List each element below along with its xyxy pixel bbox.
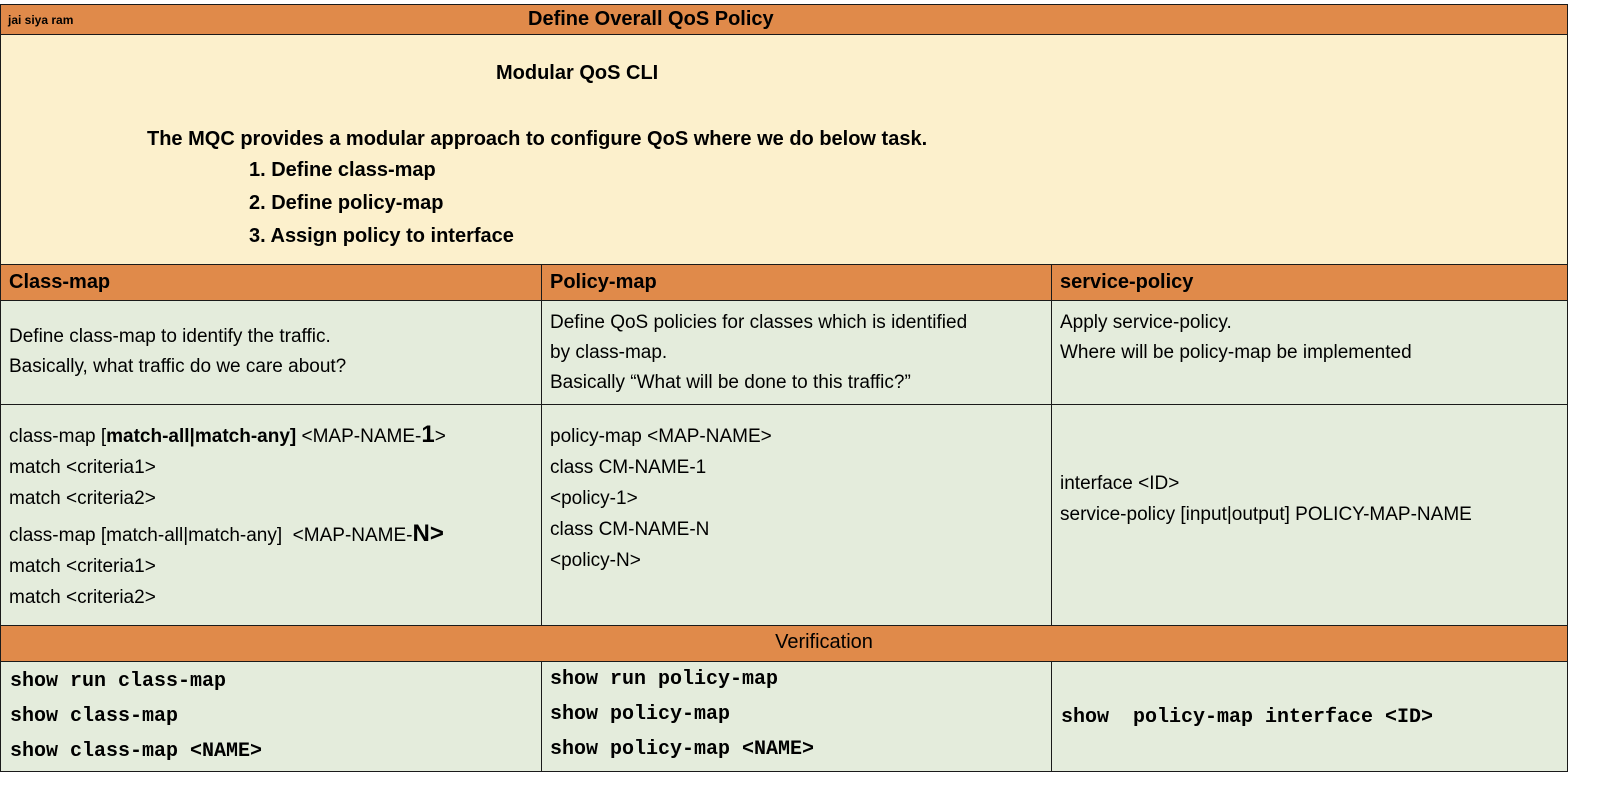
title-bar: jai siya ram Define Overall QoS Policy xyxy=(0,4,1568,36)
verification-command: show policy-map interface <ID> xyxy=(1061,706,1434,729)
qos-policy-sheet: jai siya ram Define Overall QoS Policy M… xyxy=(0,4,1568,772)
match-criteria: match <criteria1> xyxy=(9,556,156,577)
step-item: 1. Define class-map xyxy=(249,159,436,181)
verification-command: show run class-map xyxy=(10,670,227,693)
config-line: class CM-NAME-N xyxy=(550,519,710,540)
verification-command: show policy-map <NAME> xyxy=(550,738,815,761)
verification-header: Verification xyxy=(0,625,1568,662)
policy-map-description: Define QoS policies for classes which is… xyxy=(541,300,1052,405)
verification-command: show class-map xyxy=(10,705,179,728)
description-line: Basically, what traffic do we care about… xyxy=(9,356,347,377)
match-criteria: match <criteria2> xyxy=(9,488,156,509)
class-map-header: Class-map xyxy=(0,264,542,301)
page-title: Define Overall QoS Policy xyxy=(528,8,774,30)
intro-panel: Modular QoS CLI The MQC provides a modul… xyxy=(0,34,1568,265)
description-line: Define QoS policies for classes which is… xyxy=(550,312,968,333)
config-line: class CM-NAME-1 xyxy=(550,457,707,478)
description-line: by class-map. xyxy=(550,342,668,363)
step-item: 3. Assign policy to interface xyxy=(249,225,514,247)
corner-label: jai siya ram xyxy=(8,13,74,27)
service-policy-config: interface <ID> service-policy [input|out… xyxy=(1051,404,1568,626)
policy-map-header: Policy-map xyxy=(541,264,1052,301)
description-line: Apply service-policy. xyxy=(1060,312,1232,333)
verification-command: show class-map <NAME> xyxy=(10,740,263,763)
intro-statement: The MQC provides a modular approach to c… xyxy=(147,128,928,150)
config-line: policy-map <MAP-NAME> xyxy=(550,426,772,447)
policy-map-verification: show run policy-map show policy-map show… xyxy=(541,661,1052,772)
policy-map-config: policy-map <MAP-NAME> class CM-NAME-1 <p… xyxy=(541,404,1052,626)
class-map-verification: show run class-map show class-map show c… xyxy=(0,661,542,772)
config-line: <policy-1> xyxy=(550,488,638,509)
description-line: Basically “What will be done to this tra… xyxy=(550,372,911,393)
config-line: service-policy [input|output] POLICY-MAP… xyxy=(1060,504,1472,525)
description-line: Where will be policy-map be implemented xyxy=(1060,342,1412,363)
config-line: interface <ID> xyxy=(1060,473,1180,494)
service-policy-header: service-policy xyxy=(1051,264,1568,301)
step-item: 2. Define policy-map xyxy=(249,192,444,214)
class-map-command-1: class-map [match-all|match-any] <MAP-NAM… xyxy=(9,421,446,448)
class-map-config: class-map [match-all|match-any] <MAP-NAM… xyxy=(0,404,542,626)
config-line: <policy-N> xyxy=(550,550,641,571)
class-map-command-n: class-map [match-all|match-any] <MAP-NAM… xyxy=(9,520,444,547)
service-policy-description: Apply service-policy. Where will be poli… xyxy=(1051,300,1568,405)
class-map-description: Define class-map to identify the traffic… xyxy=(0,300,542,405)
match-criteria: match <criteria1> xyxy=(9,457,156,478)
intro-subtitle: Modular QoS CLI xyxy=(496,62,659,84)
service-policy-verification: show policy-map interface <ID> xyxy=(1051,661,1568,772)
description-line: Define class-map to identify the traffic… xyxy=(9,326,331,347)
verification-command: show run policy-map xyxy=(550,668,779,691)
verification-command: show policy-map xyxy=(550,703,731,726)
match-criteria: match <criteria2> xyxy=(9,587,156,608)
